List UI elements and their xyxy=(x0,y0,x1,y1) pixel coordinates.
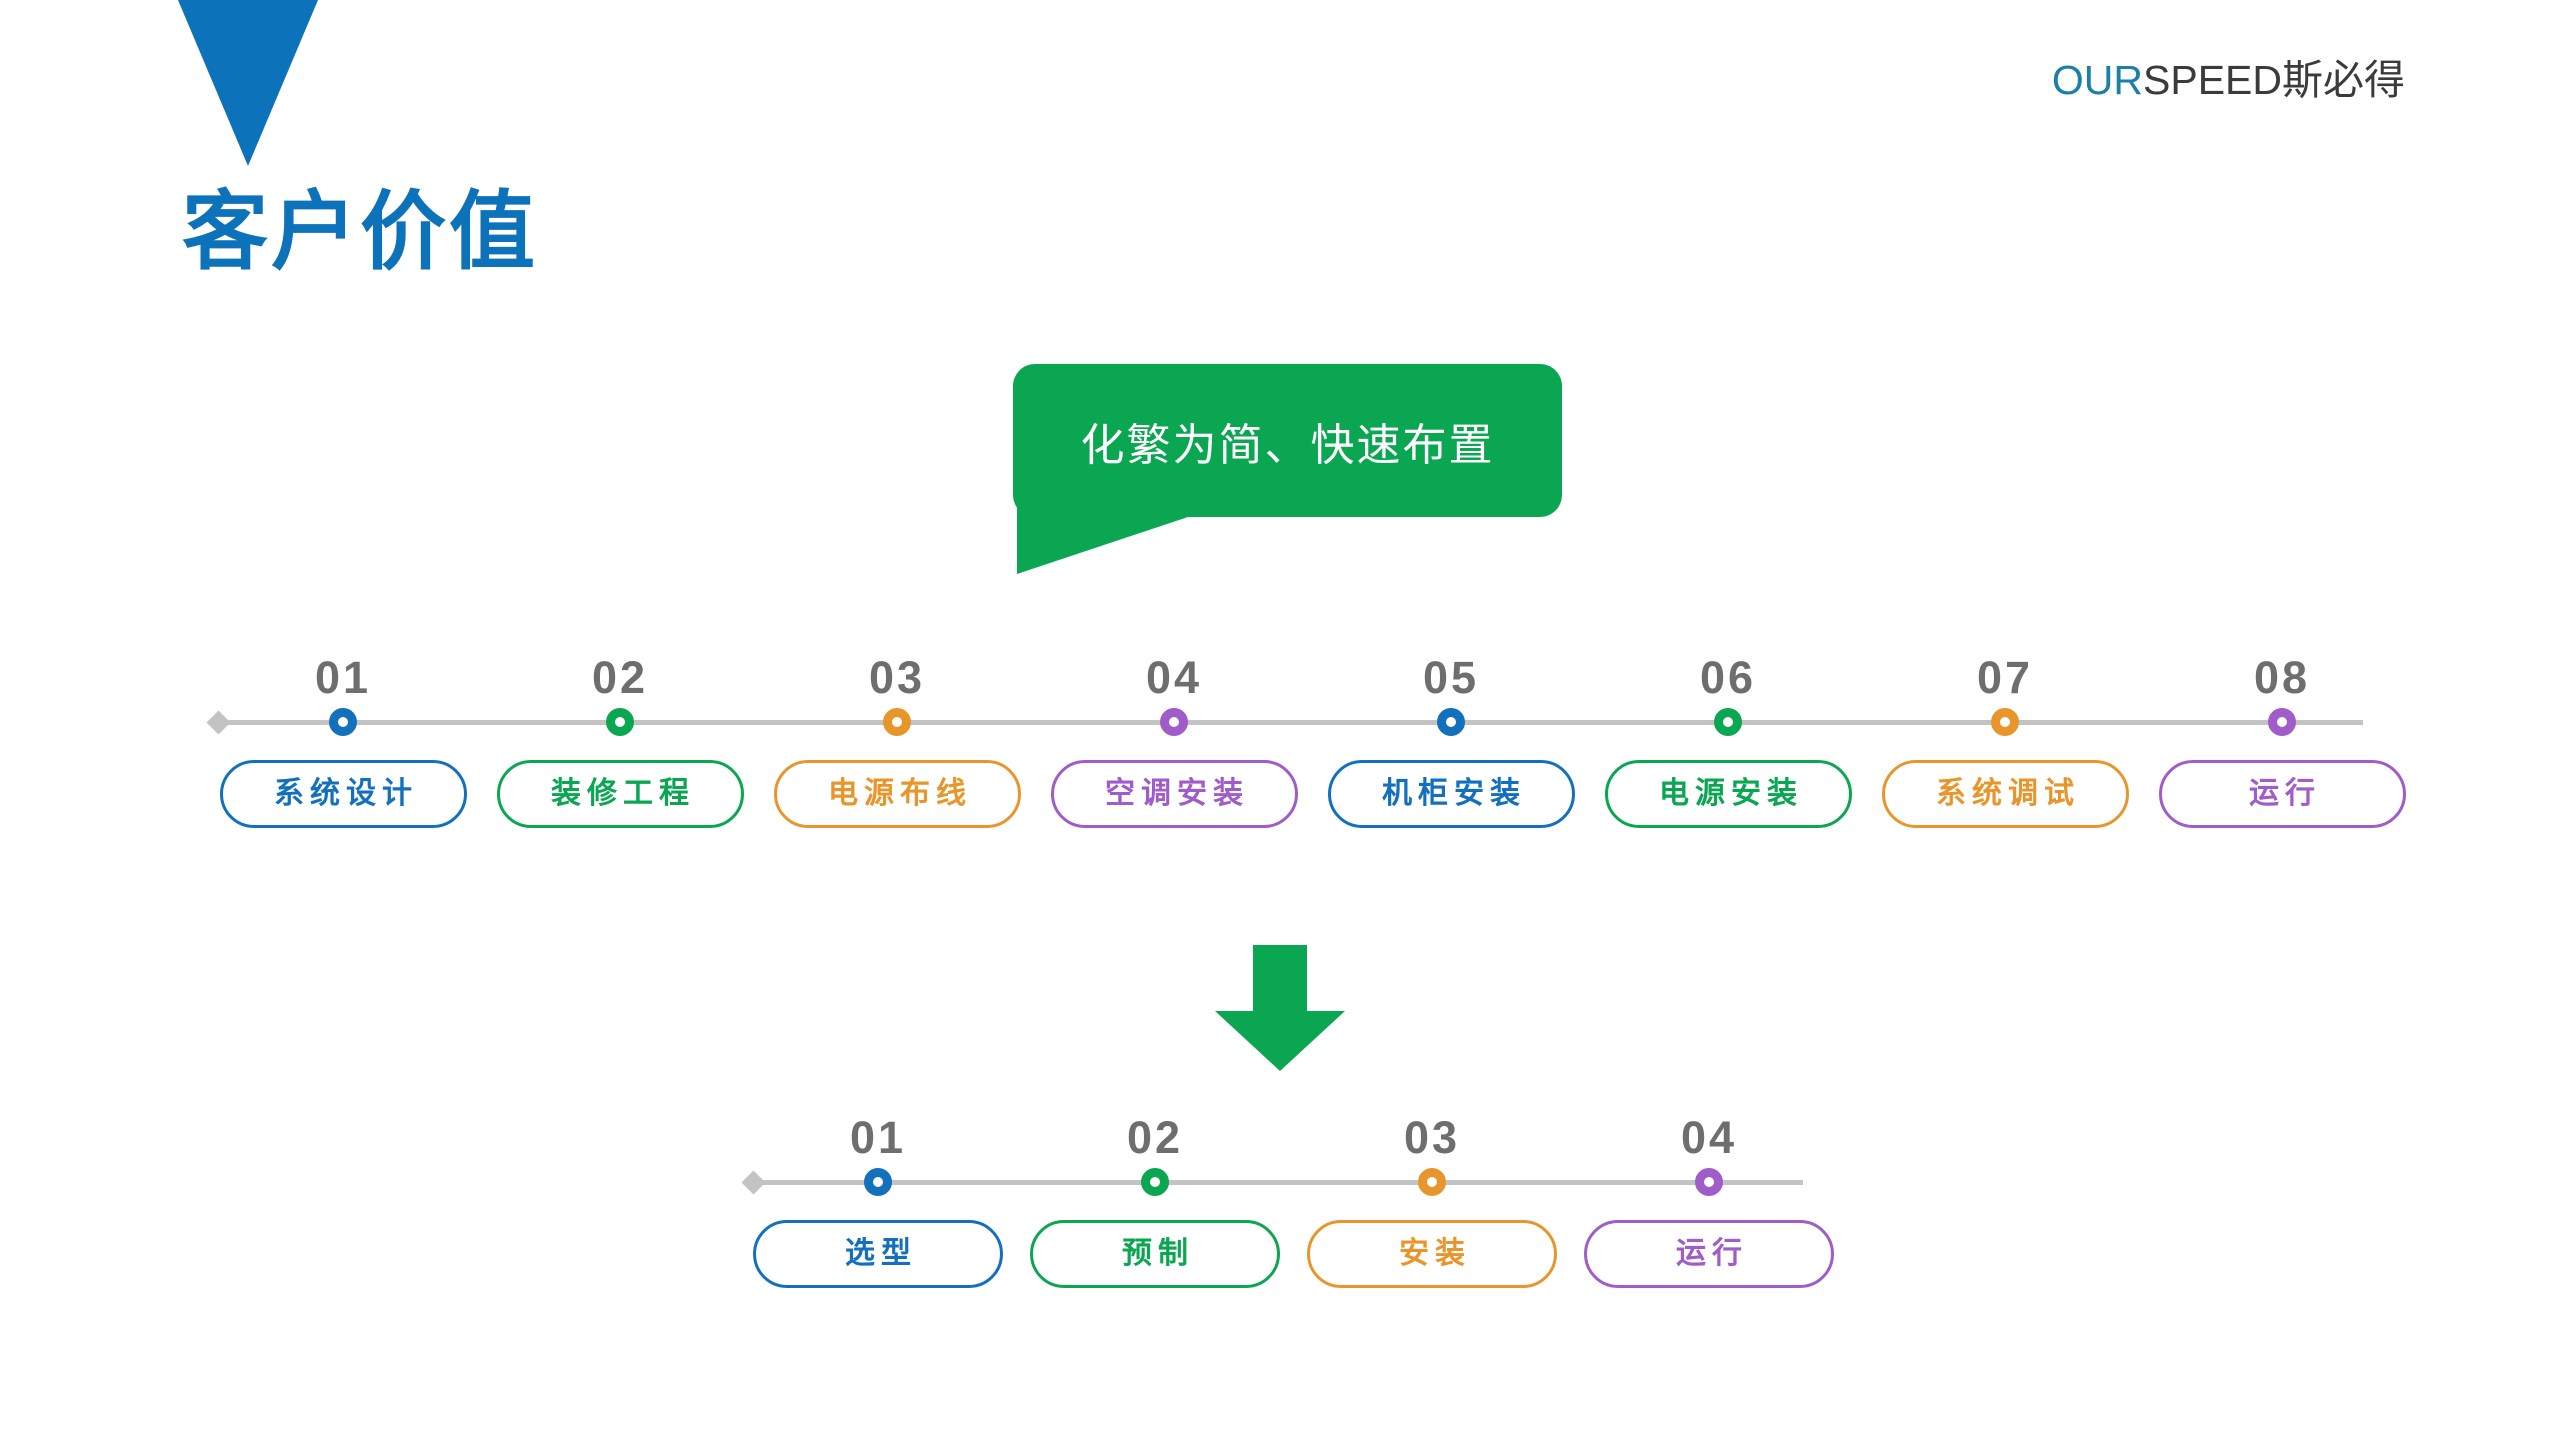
timeline-step-number: 06 xyxy=(1699,652,1757,703)
timeline-step-pill[interactable]: 电源布线 xyxy=(773,760,1021,828)
timeline-step-pill[interactable]: 安装 xyxy=(1307,1220,1557,1288)
timeline-step-label: 运行 xyxy=(1676,1237,1748,1270)
timeline-track xyxy=(753,1180,1803,1185)
timeline-step-dot-icon[interactable] xyxy=(606,708,634,736)
timeline-step-label: 选型 xyxy=(845,1237,917,1270)
timeline-step-label: 系统调试 xyxy=(1936,777,2080,810)
timeline-step-label: 装修工程 xyxy=(551,777,695,810)
timeline-step-label: 空调安装 xyxy=(1105,777,1249,810)
timeline-step-pill[interactable]: 选型 xyxy=(753,1220,1003,1288)
timeline-step-pill[interactable]: 预制 xyxy=(1030,1220,1280,1288)
timeline-step-pill[interactable]: 机柜安装 xyxy=(1327,760,1575,828)
timeline-step-label: 电源安装 xyxy=(1659,777,1803,810)
timeline-step-pill[interactable]: 运行 xyxy=(2158,760,2406,828)
timeline-step-pill[interactable]: 系统设计 xyxy=(219,760,467,828)
timeline-step-pill[interactable]: 装修工程 xyxy=(496,760,744,828)
page-title: 客户价值 xyxy=(182,184,538,280)
timeline-step-number: 01 xyxy=(849,1112,907,1163)
timeline-after: 01 选型 02 预制 03 安装 04 运行 xyxy=(741,1112,1834,1295)
timeline-step-number: 04 xyxy=(1145,652,1203,703)
timeline-step-number: 02 xyxy=(591,652,649,703)
timeline-step-label: 机柜安装 xyxy=(1382,777,1526,810)
timeline-step-pill[interactable]: 运行 xyxy=(1584,1220,1834,1288)
timeline-step-dot-icon[interactable] xyxy=(1714,708,1742,736)
timeline-step-dot-icon[interactable] xyxy=(2268,708,2296,736)
timeline-step-pill[interactable]: 电源安装 xyxy=(1604,760,1852,828)
brand-logo: OURSPEED斯必得 xyxy=(2052,60,2405,101)
brand-triangle-icon xyxy=(178,0,318,166)
timeline-step-number: 07 xyxy=(1976,652,2034,703)
timeline-step-pill[interactable]: 空调安装 xyxy=(1050,760,1298,828)
timeline-step-number: 08 xyxy=(2253,652,2311,703)
timeline-step-dot-icon[interactable] xyxy=(1418,1168,1446,1196)
timeline-step-dot-icon[interactable] xyxy=(329,708,357,736)
callout-bubble: 化繁为简、快速布置 xyxy=(1013,364,1562,517)
callout-text: 化繁为简、快速布置 xyxy=(1080,420,1495,470)
timeline-step-number: 03 xyxy=(1403,1112,1461,1163)
timeline-step-number: 01 xyxy=(314,652,372,703)
timeline-step-dot-icon[interactable] xyxy=(1437,708,1465,736)
flow-arrow-down-icon xyxy=(1215,945,1345,1071)
timeline-step-label: 运行 xyxy=(2249,777,2321,810)
timeline-step-label: 系统设计 xyxy=(274,777,418,810)
timeline-step-label: 电源布线 xyxy=(828,777,972,810)
timeline-track xyxy=(218,720,2363,725)
logo-speed-text: SPEED xyxy=(2143,57,2282,103)
timeline-before: 01 系统设计 02 装修工程 03 电源布线 04 空调安装 05 机柜安装 06 电源安装 07 系统… xyxy=(206,652,2406,835)
timeline-step-dot-icon[interactable] xyxy=(1991,708,2019,736)
timeline-step-dot-icon[interactable] xyxy=(864,1168,892,1196)
timeline-step-label: 安装 xyxy=(1399,1237,1471,1270)
timeline-step-dot-icon[interactable] xyxy=(1141,1168,1169,1196)
logo-chinese-text: 斯必得 xyxy=(2282,57,2405,103)
timeline-step-dot-icon[interactable] xyxy=(1160,708,1188,736)
logo-our-text: OUR xyxy=(2051,57,2143,103)
timeline-step-pill[interactable]: 系统调试 xyxy=(1881,760,2129,828)
timeline-step-number: 05 xyxy=(1422,652,1480,703)
timeline-step-label: 预制 xyxy=(1122,1237,1194,1270)
timeline-step-number: 03 xyxy=(868,652,926,703)
timeline-step-dot-icon[interactable] xyxy=(1695,1168,1723,1196)
timeline-step-dot-icon[interactable] xyxy=(883,708,911,736)
timeline-step-number: 04 xyxy=(1680,1112,1738,1163)
timeline-step-number: 02 xyxy=(1126,1112,1184,1163)
